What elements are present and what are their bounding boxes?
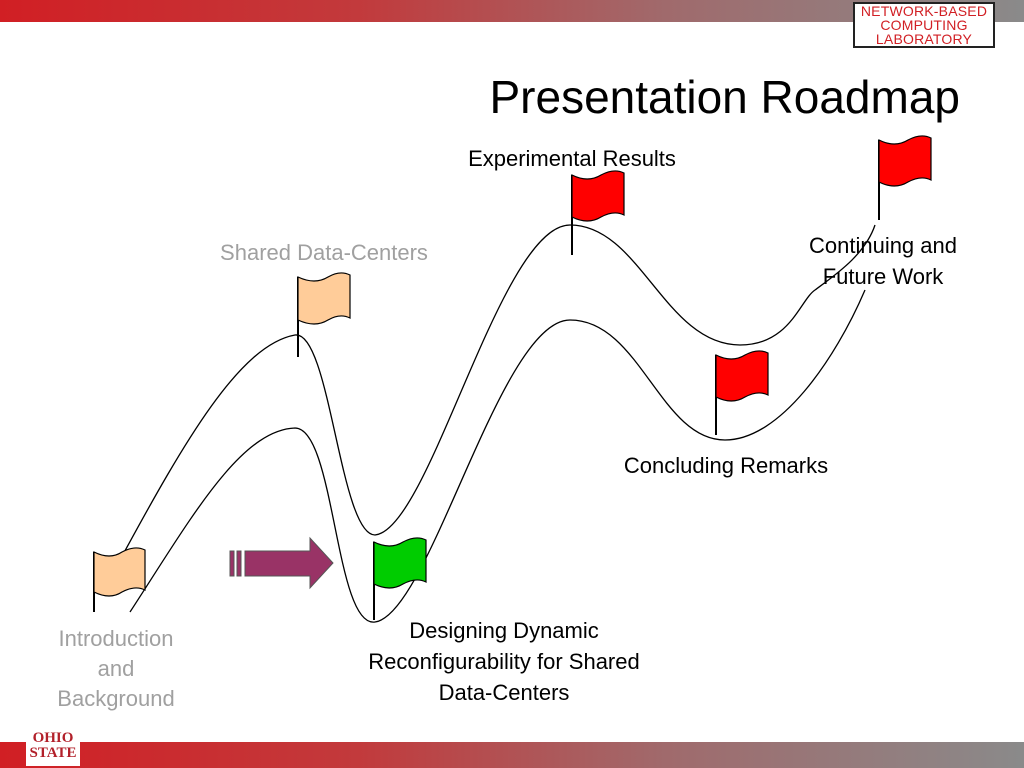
lab-logo: NETWORK-BASED COMPUTING LABORATORY (853, 2, 995, 48)
flag-experimental-icon (571, 170, 625, 255)
label-concluding: Concluding Remarks (623, 453, 829, 478)
lab-logo-line-3: LABORATORY (875, 31, 973, 47)
current-position-arrow (229, 536, 334, 590)
flag-shared-icon (297, 272, 351, 357)
osu-logo-line-1: OHIO (32, 730, 74, 746)
label-intro-line-1: Introduction (58, 626, 174, 651)
lab-logo-line-2: COMPUTING (880, 17, 968, 33)
osu-logo: OHIO STATE (26, 726, 80, 766)
label-intro-line-2: and (97, 656, 135, 681)
label-designing-line-2: Reconfigurability for Shared (368, 649, 640, 674)
label-continuing-line-1: Continuing and (808, 233, 957, 258)
label-designing-line-1: Designing Dynamic (409, 618, 599, 643)
header-bar (0, 0, 1024, 22)
slide-title: Presentation Roadmap (489, 71, 960, 123)
lab-logo-line-1: NETWORK-BASED (860, 3, 988, 19)
label-intro: Introduction and Background (40, 624, 192, 714)
road-lower-edge (129, 289, 866, 623)
label-designing-line-3: Data-Centers (438, 680, 570, 705)
flag-intro-icon (93, 547, 146, 612)
label-continuing-line-2: Future Work (822, 264, 944, 289)
label-intro-line-3: Background (57, 686, 175, 711)
label-continuing: Continuing and Future Work (778, 230, 988, 292)
label-designing: Designing Dynamic Reconfigurability for … (334, 615, 674, 708)
flag-designing-icon (373, 537, 427, 620)
osu-logo-line-2: STATE (29, 745, 77, 761)
flag-concluding-icon (715, 350, 769, 435)
label-shared: Shared Data-Centers (220, 240, 428, 265)
road-upper-edge (119, 224, 876, 561)
footer-bar (0, 742, 1024, 768)
label-experimental: Experimental Results (468, 146, 676, 171)
flag-continuing-icon (878, 135, 932, 220)
